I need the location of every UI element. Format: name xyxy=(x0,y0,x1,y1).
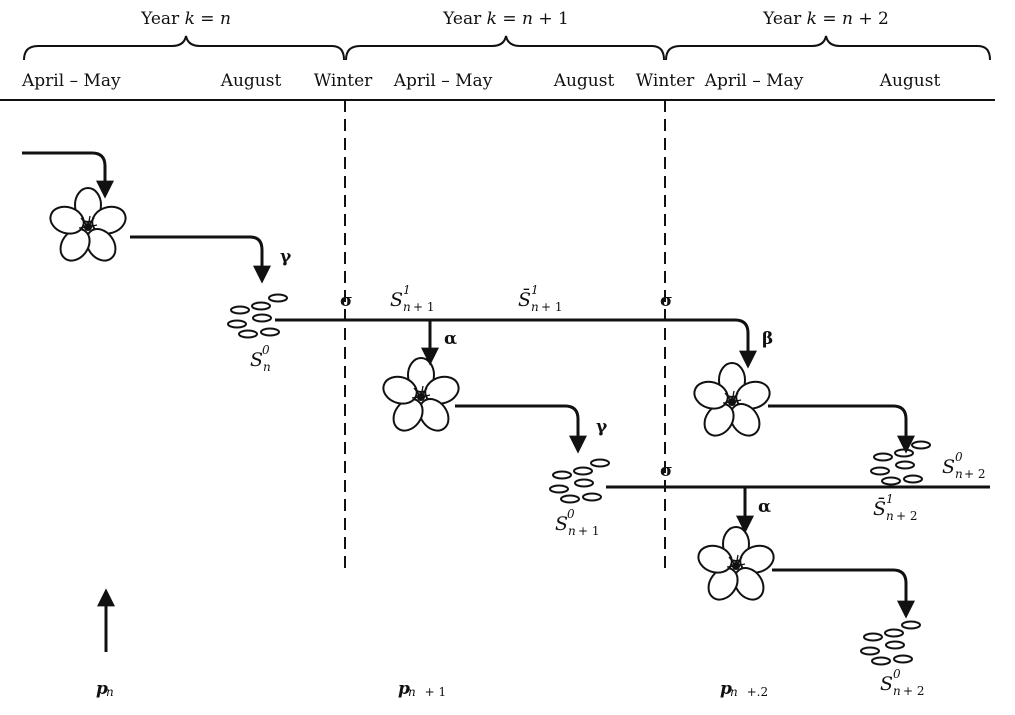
gamma-arrow xyxy=(768,404,915,454)
label-p-n2: p n +.2 xyxy=(720,679,768,699)
sbar-letter: S̄ xyxy=(518,288,531,311)
p-sub: n xyxy=(106,685,114,699)
s-tail: + 2 xyxy=(964,467,986,481)
p-sub: n xyxy=(730,685,738,699)
sigma-label: σ xyxy=(660,461,673,481)
alpha-label: α xyxy=(444,329,457,349)
s-sub: n xyxy=(403,300,411,314)
season-label: April – May xyxy=(393,71,493,91)
s-tail: + 1 xyxy=(578,524,600,538)
label-s-n-0: S 0 n xyxy=(250,343,271,374)
seeds-icon xyxy=(870,440,931,486)
s-letter: S xyxy=(555,513,568,535)
p-letter: p xyxy=(398,679,410,699)
seedbank-line-beta-arrow xyxy=(275,318,757,369)
seeds-icon xyxy=(549,458,610,504)
s-sup: 0 xyxy=(893,667,901,681)
s-letter: S xyxy=(880,673,893,695)
s-sub: n xyxy=(263,360,271,374)
season-label: August xyxy=(553,71,615,91)
label-s-n2-0-bottom: S 0 n + 2 xyxy=(880,667,925,698)
incoming-arrow xyxy=(22,151,114,199)
s-sup: 1 xyxy=(403,283,411,297)
sbar-letter: S̄ xyxy=(873,497,886,520)
s-tail: + 1 xyxy=(413,300,435,314)
season-label: April – May xyxy=(704,71,804,91)
season-label: April – May xyxy=(21,71,121,91)
seeds-icon xyxy=(227,293,288,339)
sigma-label: σ xyxy=(660,291,673,311)
s-letter: S xyxy=(942,456,955,478)
flower-icon xyxy=(45,187,131,268)
flower-icon xyxy=(378,357,464,438)
label-sbar-n2-1: S̄ 1 n + 2 xyxy=(873,492,918,523)
gamma-label: γ xyxy=(596,417,608,437)
s-tail: + 1 xyxy=(541,300,563,314)
year-braces xyxy=(23,35,991,61)
label-sbar-n1-1: S̄ 1 n + 1 xyxy=(518,283,563,314)
p-tail: +.2 xyxy=(739,685,768,699)
s-letter: S xyxy=(390,289,403,311)
s-sup: 0 xyxy=(955,450,963,464)
s-sub: n xyxy=(886,509,894,523)
label-p-n1: p n + 1 xyxy=(398,679,446,699)
season-label: Winter xyxy=(636,71,695,91)
label-p-n: p n xyxy=(96,679,114,699)
label-s-n2-0-top: S 0 n + 2 xyxy=(942,450,986,481)
s-sup: 0 xyxy=(567,507,575,521)
p-letter: p xyxy=(96,679,108,699)
s-tail: + 2 xyxy=(903,684,925,698)
s-sup: 0 xyxy=(262,343,270,357)
flower-icon xyxy=(693,526,779,607)
gamma-label: γ xyxy=(280,247,292,267)
beta-label: β xyxy=(762,329,773,349)
s-sub: n xyxy=(955,467,963,481)
year-label-n: Year k = n xyxy=(140,9,231,29)
s-sub: n xyxy=(531,300,539,314)
s-sup: 1 xyxy=(886,492,894,506)
sigma-label: σ xyxy=(340,291,353,311)
s-tail: + 2 xyxy=(896,509,918,523)
year-label-n-plus-2: Year k = n + 2 xyxy=(762,9,889,29)
label-s-n1-1: S 1 n + 1 xyxy=(390,283,435,314)
flower-icon xyxy=(689,362,775,443)
s-sub: n xyxy=(893,684,901,698)
p-tail: + 1 xyxy=(417,685,446,699)
year-label-n-plus-1: Year k = n + 1 xyxy=(442,9,569,29)
p-letter: p xyxy=(720,679,732,699)
s-sub: n xyxy=(568,524,576,538)
seeds-icon xyxy=(860,620,921,666)
s-sup: 1 xyxy=(531,283,539,297)
season-label: August xyxy=(879,71,941,91)
s-letter: S xyxy=(250,349,263,371)
gamma-arrow xyxy=(455,404,587,454)
season-label: Winter xyxy=(314,71,373,91)
gamma-arrow xyxy=(772,568,915,619)
p-sub: n xyxy=(408,685,416,699)
alpha-label: α xyxy=(758,497,771,517)
label-s-n1-0: S 0 n + 1 xyxy=(555,507,600,538)
gamma-arrow xyxy=(130,235,271,284)
season-label: August xyxy=(220,71,282,91)
